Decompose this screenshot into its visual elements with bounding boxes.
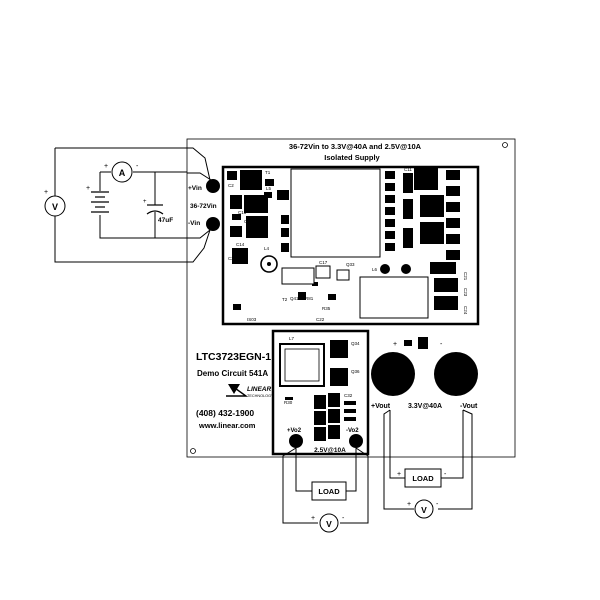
- aux-rating-label: 2.5V@10A: [314, 447, 346, 454]
- demo-circuit-label: Demo Circuit 541A: [197, 369, 268, 378]
- label-c24: C24: [463, 306, 468, 315]
- label-l5: L5: [266, 186, 272, 191]
- t2-transformer: [281, 267, 315, 285]
- linear-logo-icon: [226, 384, 249, 397]
- l7-inductor: [279, 343, 325, 387]
- aux-voltmeter-plus: +: [311, 515, 315, 522]
- main-output-wiring: [383, 409, 473, 510]
- vout-rating-label: 3.3V@40A: [408, 403, 442, 410]
- label-q33: Q33: [346, 262, 355, 267]
- board-title-line1: 36-72Vin to 3.3V@40A and 2.5V@10A: [289, 142, 422, 151]
- label-c20: C20: [228, 256, 237, 261]
- label-c13: C13: [238, 210, 247, 215]
- input-fet-cluster: [227, 170, 289, 264]
- aux-load-label: LOAD: [318, 487, 340, 496]
- mounting-hole-bottom-left: [190, 448, 196, 454]
- battery-plus: +: [86, 185, 90, 192]
- main-voltmeter-icon: [414, 499, 434, 519]
- transformer-window: [290, 168, 381, 258]
- main-load-label: LOAD: [412, 474, 434, 483]
- aux-voltmeter-minus: -: [342, 515, 345, 522]
- label-r81: R81: [305, 296, 314, 301]
- phone-label: (408) 432-1900: [196, 408, 254, 418]
- small-cap-plus: +: [393, 341, 397, 348]
- main-voltmeter-plus: +: [407, 501, 411, 508]
- mounting-hole-top-right: [502, 142, 508, 148]
- vo2-minus-terminal[interactable]: [349, 434, 363, 448]
- label-q41: Q41: [290, 296, 299, 301]
- label-c2: C2: [228, 183, 234, 188]
- ammeter-label: A: [119, 168, 126, 178]
- label-l6: L6: [372, 267, 378, 272]
- label-c17: C17: [319, 260, 328, 265]
- vout-minus-terminal[interactable]: [434, 352, 478, 396]
- label-c32: C32: [344, 393, 353, 398]
- main-voltmeter-label: V: [421, 505, 427, 515]
- aux-voltmeter-icon: [319, 513, 339, 533]
- ammeter-icon: [111, 161, 133, 183]
- vout-minus-label: -Vout: [460, 403, 478, 410]
- label-u-ic: IS03: [247, 317, 257, 322]
- aux-output-wiring: [282, 447, 369, 524]
- ammeter-plus: +: [104, 163, 108, 170]
- label-c16: C16: [244, 219, 253, 224]
- aux-load-box: [311, 481, 347, 501]
- board-title-line2: Isolated Supply: [324, 153, 380, 162]
- label-q30: Q30: [404, 209, 413, 214]
- test-point: [401, 264, 411, 274]
- label-c23: C23: [463, 288, 468, 297]
- website-label: www.linear.com: [198, 421, 256, 430]
- inductor-l4: [260, 255, 278, 273]
- output-cap-block: [359, 276, 429, 319]
- part-number-label: LTC3723EGN-1: [196, 351, 271, 363]
- cap-value-label: 47uF: [158, 217, 173, 224]
- output-small-cap: [418, 337, 428, 349]
- vout-plus-terminal[interactable]: [371, 352, 415, 396]
- input-wiring: [54, 147, 212, 263]
- cap-plus: +: [143, 199, 147, 205]
- vin-plus-label: +Vin: [188, 185, 202, 192]
- main-voltmeter-minus: -: [436, 501, 439, 508]
- ammeter-minus: -: [136, 163, 139, 170]
- aux-fet-cluster: [285, 340, 356, 441]
- aux-voltmeter-label: V: [326, 519, 332, 529]
- vin-minus-label: -Vin: [188, 220, 200, 227]
- label-t1: T1: [265, 170, 271, 175]
- vin-minus-terminal[interactable]: [206, 217, 220, 231]
- rectifier-fet-cluster: [233, 168, 460, 310]
- vo2-minus-label: -Vo2: [346, 428, 359, 434]
- vout-plus-label: +Vout: [371, 403, 391, 410]
- battery-icon: [91, 191, 109, 213]
- c17-capacitor: [315, 265, 331, 279]
- label-q36: Q36: [351, 369, 360, 374]
- small-cap-minus: -: [440, 341, 443, 348]
- input-capacitor-icon: [146, 204, 164, 215]
- input-voltmeter-label: V: [52, 202, 58, 212]
- label-t2: T2: [282, 297, 288, 302]
- vo2-plus-terminal[interactable]: [289, 434, 303, 448]
- vin-range-label: 36-72Vin: [190, 203, 217, 210]
- main-load-minus: -: [444, 471, 447, 478]
- label-c14: C14: [236, 242, 245, 247]
- label-l7: L7: [289, 336, 295, 341]
- input-voltmeter-icon: [44, 195, 66, 217]
- vo2-plus-label: +Vo2: [287, 428, 302, 434]
- label-l4: L4: [264, 246, 270, 251]
- logo-line2: TECHNOLOGY: [247, 394, 274, 398]
- label-c21: C21: [463, 272, 468, 281]
- q33-capacitor: [336, 269, 350, 281]
- label-q34: Q34: [351, 341, 360, 346]
- label-r35: R35: [322, 306, 331, 311]
- label-c22: C22: [316, 317, 325, 322]
- label-c11: C11: [404, 167, 412, 172]
- l6-terminal: [380, 264, 390, 274]
- main-load-box: [404, 468, 442, 488]
- main-load-plus: +: [397, 471, 401, 478]
- vin-plus-terminal[interactable]: [206, 179, 220, 193]
- logo-line1: LINEAR: [247, 386, 272, 393]
- label-r30: R30: [284, 400, 293, 405]
- input-voltmeter-plus: +: [44, 189, 48, 196]
